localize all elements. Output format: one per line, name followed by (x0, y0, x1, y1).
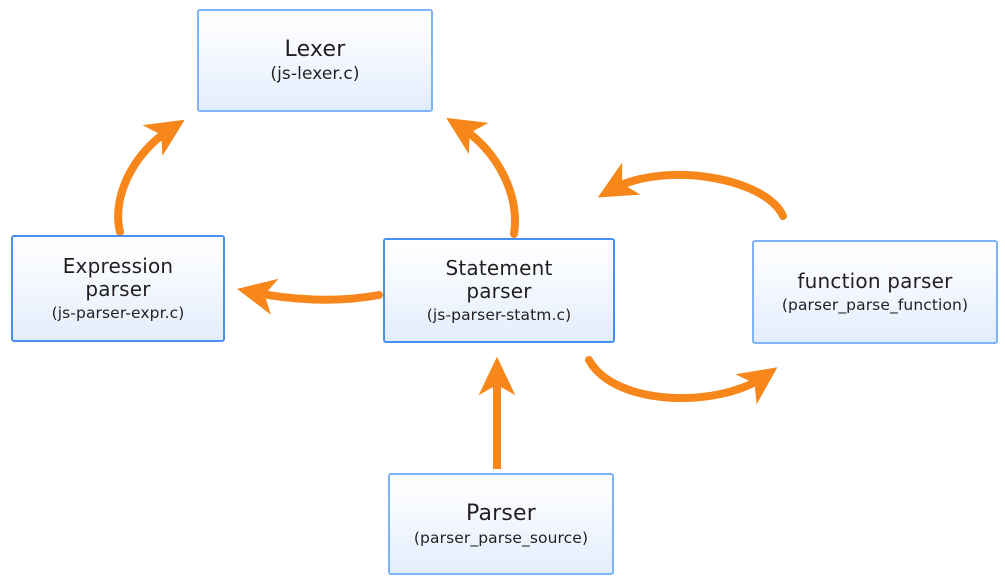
node-expression-parser-subtitle: (js-parser-expr.c) (51, 303, 185, 322)
node-statement-parser-title: Statement parser (445, 255, 553, 304)
node-lexer-title: Lexer (284, 36, 346, 62)
node-function-parser-title: function parser (797, 269, 953, 294)
node-lexer-subtitle: (js-lexer.c) (270, 64, 360, 85)
node-lexer[interactable]: Lexer (js-lexer.c) (197, 9, 433, 112)
edge-expression-to-lexer (114, 119, 185, 236)
edge-statement-to-lexer (446, 117, 519, 238)
node-parser-subtitle: (parser_parse_source) (413, 528, 589, 547)
node-function-parser-subtitle: (parser_parse_function) (781, 295, 969, 314)
edge-statement-to-function (585, 356, 778, 405)
edge-statement-to-expression (237, 278, 383, 315)
node-parser[interactable]: Parser (parser_parse_source) (388, 473, 614, 575)
node-statement-parser-subtitle: (js-parser-statm.c) (426, 305, 572, 324)
node-expression-parser[interactable]: Expression parser (js-parser-expr.c) (11, 235, 225, 342)
node-parser-title: Parser (465, 500, 537, 526)
edge-function-to-statement (597, 162, 787, 220)
node-statement-parser[interactable]: Statement parser (js-parser-statm.c) (383, 238, 615, 343)
node-expression-parser-title: Expression parser (62, 253, 174, 302)
node-function-parser[interactable]: function parser (parser_parse_function) (752, 240, 998, 344)
